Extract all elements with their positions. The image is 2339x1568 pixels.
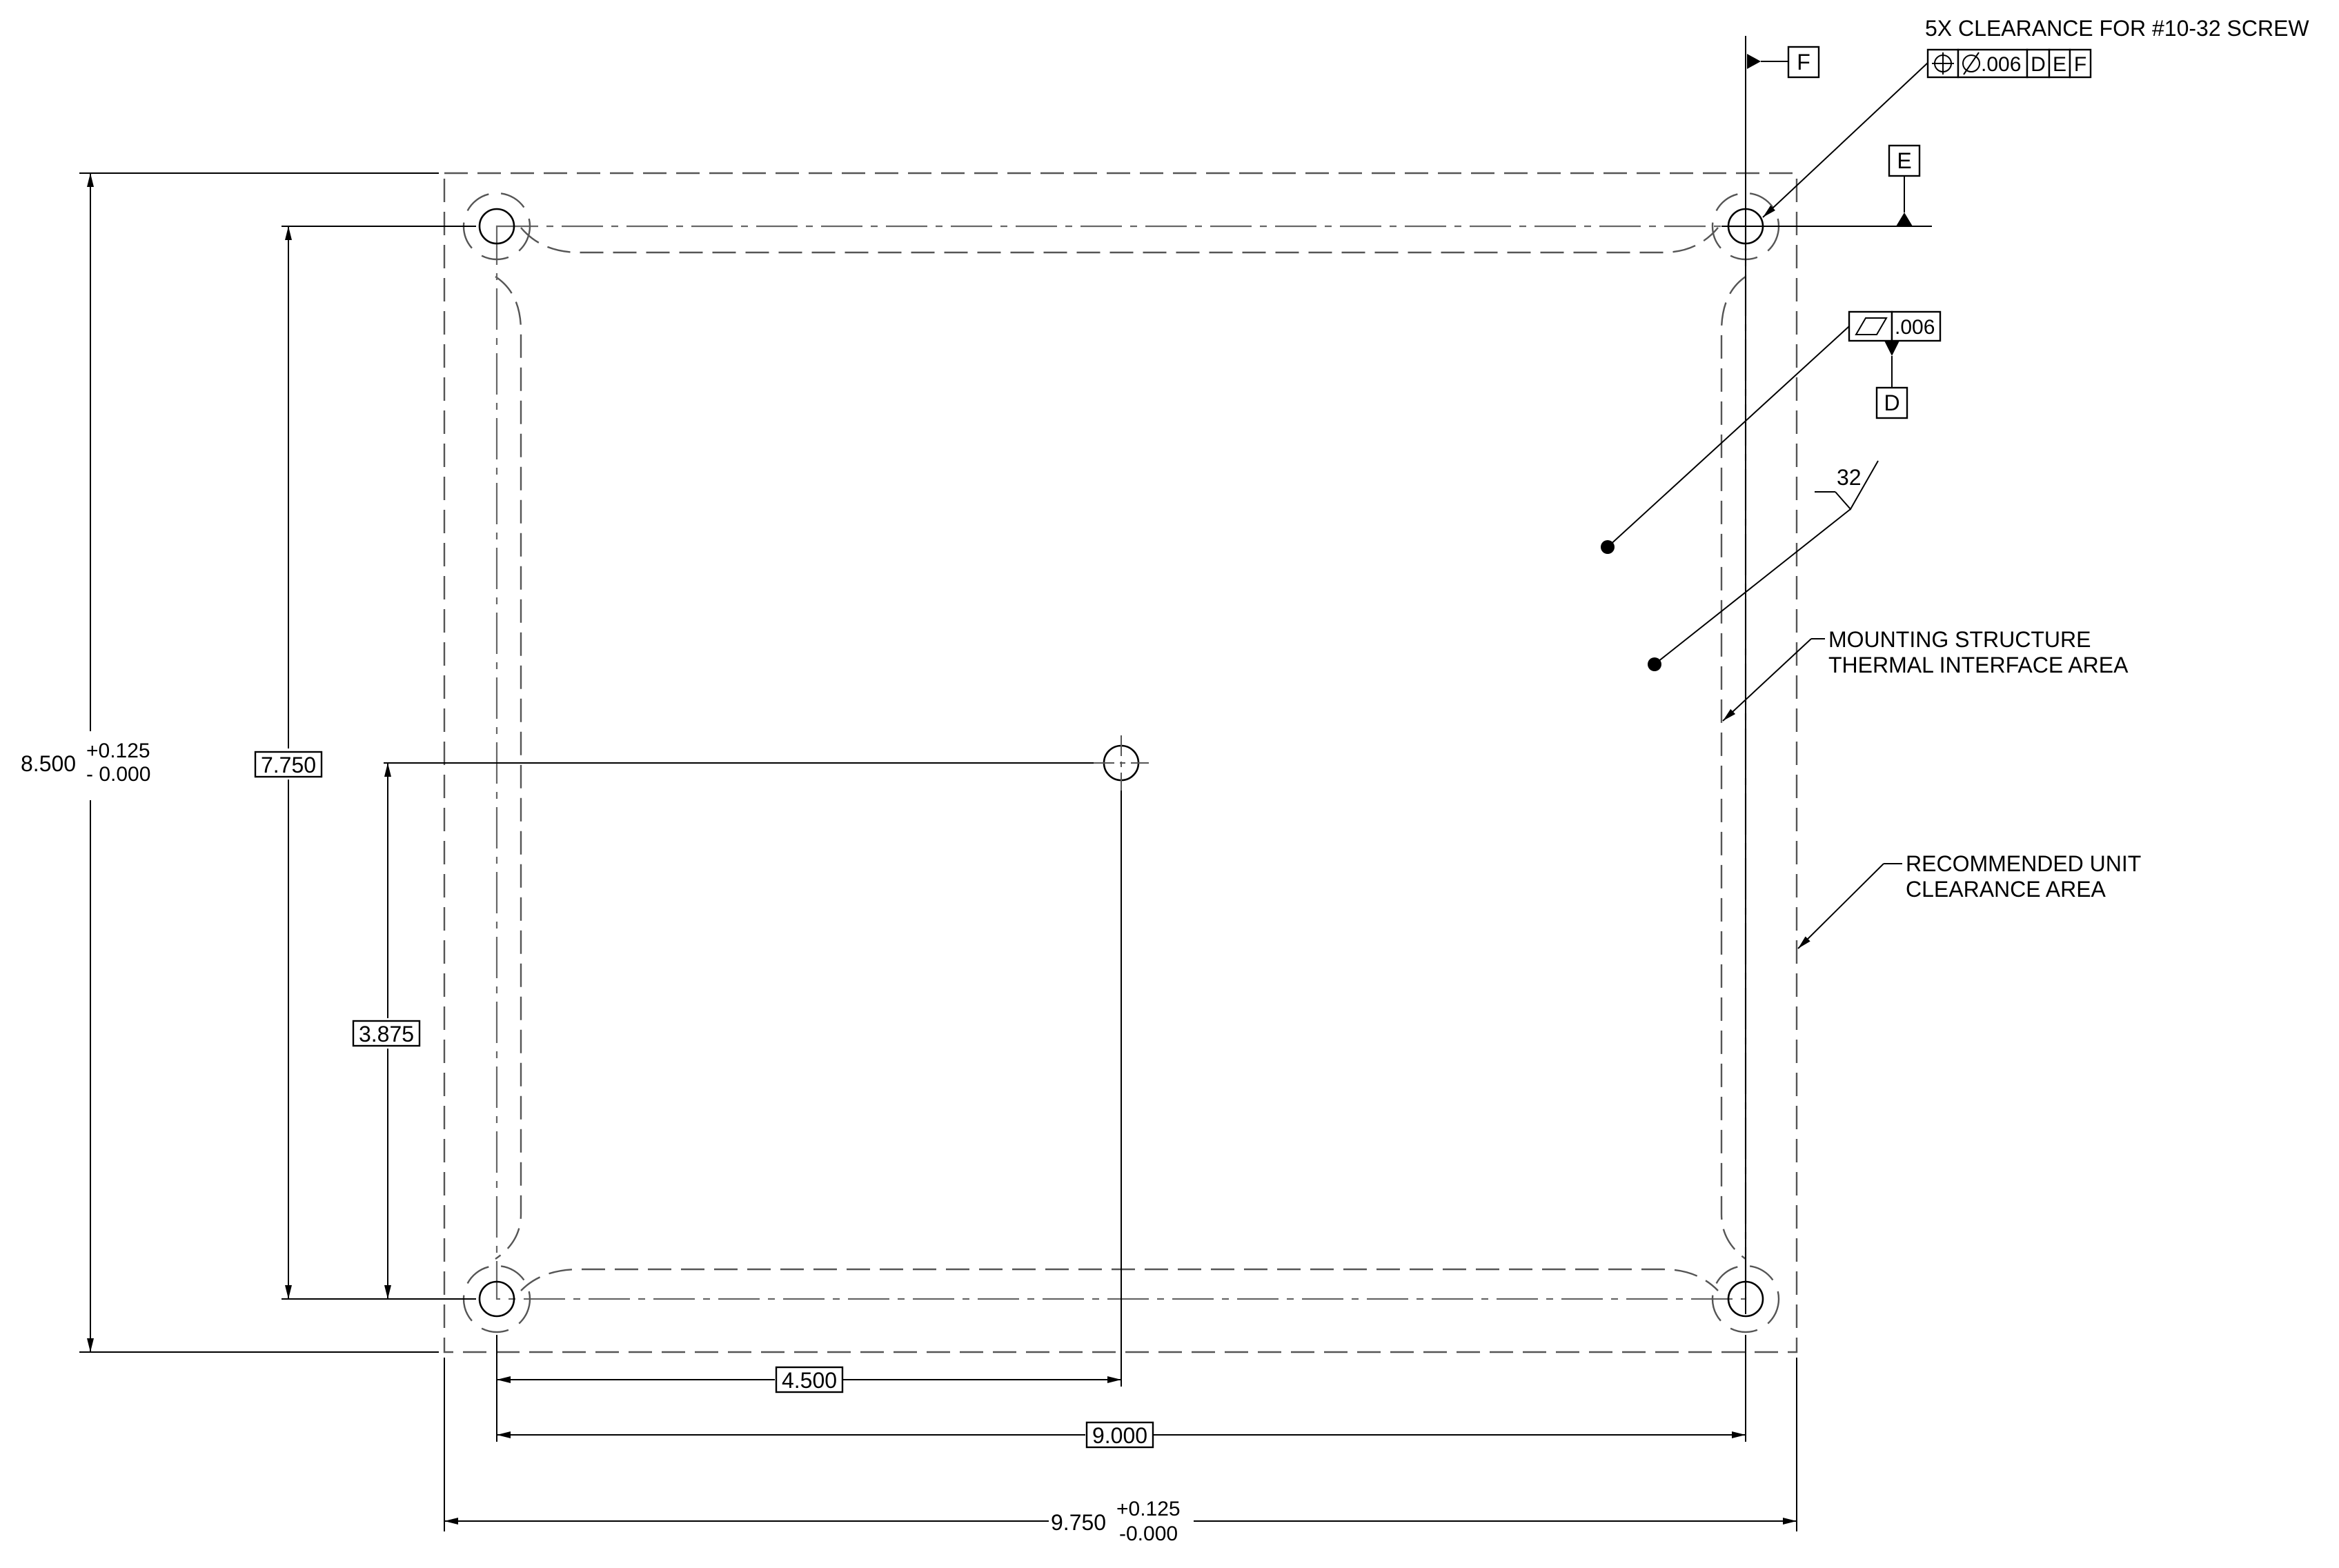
position-ref-e: E [2053,53,2066,76]
clearance-hole-center [1094,735,1149,791]
flatness-tolerance: .006 [1895,316,1935,339]
datum-e-symbol: E [1888,144,1921,226]
dim-hole-spacing-vertical: 7.750 [254,226,476,1300]
mounting-note-line1: MOUNTING STRUCTURE [1828,627,2091,652]
clearance-note-line1: RECOMMENDED UNIT [1906,851,2141,876]
dim-center-hole-y-value: 3.875 [359,1022,414,1046]
flatness-symbol-icon [1855,317,1888,335]
position-symbol-icon [1932,52,1954,75]
dim-overall-height-value: 8.500 [21,751,76,776]
dim-overall-height: 8.500 +0.125 - 0.000 [21,172,439,1353]
datum-d-label: D [1884,390,1899,415]
dim-center-hole-y: 3.875 [352,762,1094,1299]
flatness-callout: .006 D [1601,310,1942,554]
position-feature-control-frame: .006 D E F [1926,48,2092,79]
dim-overall-width-value: 9.750 [1051,1510,1106,1535]
surface-finish-value: 32 [1837,465,1862,490]
position-tolerance: .006 [1981,53,2021,76]
dim-overall-height-tol-plus: +0.125 [86,740,150,762]
dim-overall-width: 9.750 +0.125 -0.000 [444,1358,1797,1545]
datum-f-label: F [1797,50,1810,75]
datum-e-label: E [1897,148,1911,173]
position-ref-f: F [2074,53,2086,76]
mounting-structure-note: MOUNTING STRUCTURE THERMAL INTERFACE ARE… [1722,627,2129,722]
mounting-note-line2: THERMAL INTERFACE AREA [1828,653,2129,677]
unit-clearance-note: RECOMMENDED UNIT CLEARANCE AREA [1797,851,2141,949]
dim-overall-height-tol-minus: - 0.000 [86,763,150,786]
dim-hole-spacing-horizontal-value: 9.000 [1092,1423,1147,1448]
diameter-symbol-icon [1962,52,1980,75]
clearance-hole-note: 5X CLEARANCE FOR #10-32 SCREW .006 D E F [1762,16,2309,218]
clearance-note-line2: CLEARANCE AREA [1906,877,2106,902]
clearance-hole-note-text: 5X CLEARANCE FOR #10-32 SCREW [1925,16,2309,41]
surface-finish-callout: 32 [1648,460,1879,671]
dim-overall-width-tol-plus: +0.125 [1116,1498,1181,1520]
datum-f-symbol: F [1747,46,1820,79]
dim-hole-spacing-horizontal: 9.000 [496,1335,1746,1449]
dim-center-hole-x: 4.500 [496,791,1122,1393]
dim-overall-width-tol-minus: -0.000 [1119,1522,1178,1545]
position-ref-d: D [2031,53,2046,76]
dim-hole-spacing-vertical-value: 7.750 [261,753,316,777]
dim-center-hole-x-value: 4.500 [782,1368,837,1393]
